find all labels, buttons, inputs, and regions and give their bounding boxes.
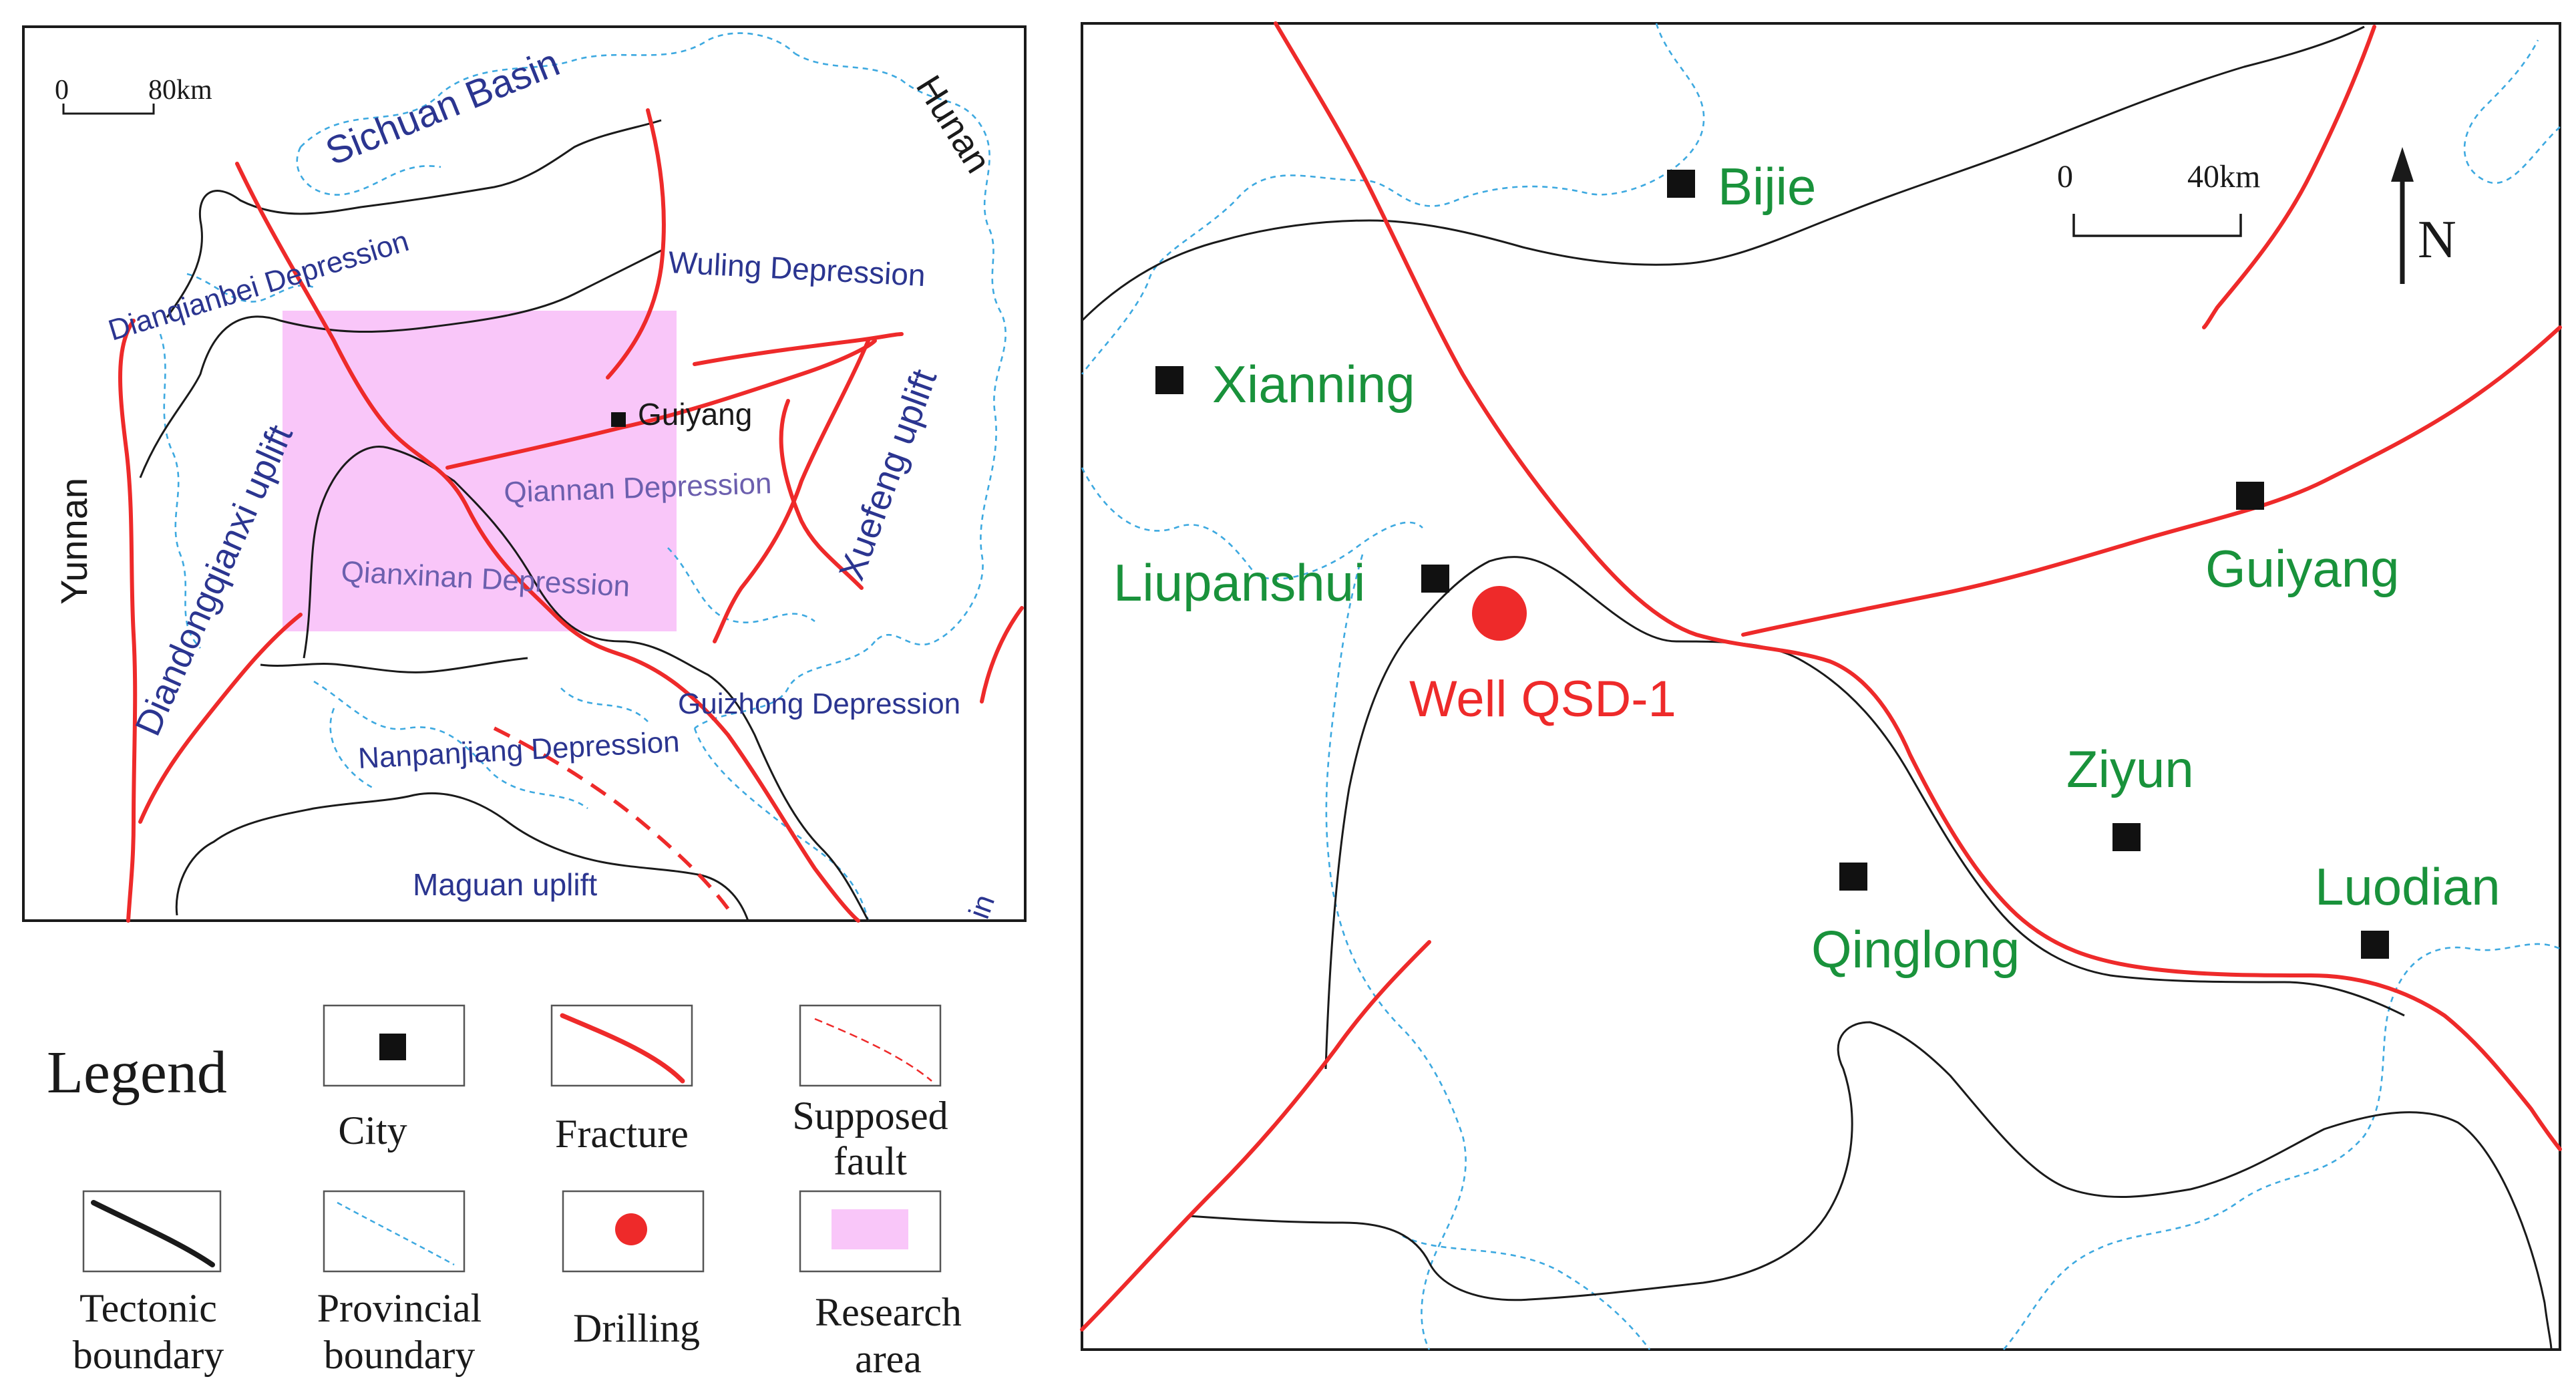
detail-scale-zero: 0 bbox=[2057, 159, 2073, 194]
overview-provincial-boundaries bbox=[159, 32, 1006, 921]
city-marker-luodian bbox=[2361, 931, 2389, 959]
well-qsd1-marker bbox=[1472, 586, 1527, 641]
overview-fractures bbox=[118, 108, 1024, 923]
city-label-ziyun: Ziyun bbox=[2066, 740, 2194, 798]
label-sichuan-basin: Sichuan Basin bbox=[320, 41, 566, 174]
detail-map-frame bbox=[1081, 22, 2561, 1351]
city-marker-liupanshui bbox=[1421, 565, 1449, 593]
city-marker-guiyang bbox=[2236, 482, 2264, 510]
legend-label-research-2: area bbox=[855, 1337, 922, 1381]
detail-fractures bbox=[1080, 21, 2562, 1332]
well-qsd1-label: Well QSD-1 bbox=[1409, 671, 1676, 728]
city-label-liupanshui: Liupanshui bbox=[1113, 553, 1365, 612]
legend-label-tectonic-2: boundary bbox=[73, 1333, 224, 1377]
detail-city-markers bbox=[1155, 170, 2389, 959]
legend-label-supposed-fault-1: Supposed bbox=[792, 1094, 948, 1138]
label-diandongqianxi-uplift: Diandongqianxi uplift bbox=[128, 419, 301, 741]
detail-map: Well QSD-1 Bijie Xianning Liupanshui Gui… bbox=[1080, 21, 2562, 1351]
detail-scale-end: 40km bbox=[2187, 159, 2260, 194]
legend-drilling-icon bbox=[615, 1213, 647, 1245]
label-wuling-depression: Wuling Depression bbox=[667, 245, 926, 293]
legend-label-tectonic-1: Tectonic bbox=[79, 1286, 217, 1330]
overview-tectonic-boundaries bbox=[139, 119, 870, 921]
legend: Legend City Fracture Supposed fault Tect… bbox=[47, 1004, 962, 1381]
legend-label-research-1: Research bbox=[815, 1290, 962, 1334]
overview-scale-bar: 0 80km bbox=[55, 75, 212, 115]
legend-label-supposed-fault-2: fault bbox=[834, 1139, 907, 1183]
city-label-qinglong: Qinglong bbox=[1811, 920, 2020, 979]
overview-scale-zero: 0 bbox=[55, 75, 69, 106]
overview-city-marker-guiyang bbox=[611, 412, 626, 427]
city-label-luodian: Luodian bbox=[2315, 857, 2501, 916]
north-label: N bbox=[2418, 210, 2456, 269]
detail-tectonic-boundaries bbox=[1081, 25, 2553, 1350]
legend-title: Legend bbox=[47, 1040, 227, 1106]
legend-label-provincial-2: boundary bbox=[324, 1333, 476, 1377]
label-nanpanjiang-depression: Nanpanjiang Depression bbox=[357, 726, 681, 775]
city-marker-bijie bbox=[1667, 170, 1695, 198]
legend-label-drilling: Drilling bbox=[573, 1306, 700, 1350]
north-arrow-icon bbox=[2391, 147, 2414, 182]
city-label-bijie: Bijie bbox=[1718, 157, 1816, 216]
legend-tectonic-boundary-icon bbox=[91, 1200, 215, 1267]
north-arrow: N bbox=[2391, 147, 2456, 284]
legend-provincial-boundary-icon bbox=[337, 1201, 455, 1266]
legend-fracture-icon bbox=[560, 1013, 685, 1084]
overview-city-label-guiyang: Guiyang bbox=[638, 397, 752, 432]
overview-map: Guiyang 0 80km Sichuan Basin Hunan Yunna… bbox=[22, 25, 1027, 923]
label-yunnan: Yunnan bbox=[53, 478, 95, 605]
legend-label-fracture: Fracture bbox=[555, 1112, 689, 1156]
overview-region-labels: Sichuan Basin Hunan Yunnan Dianqianbei D… bbox=[53, 41, 1001, 923]
city-marker-xianning bbox=[1155, 366, 1183, 394]
legend-label-provincial-1: Provincial bbox=[317, 1286, 482, 1330]
label-maguan-uplift: Maguan uplift bbox=[413, 867, 597, 902]
city-label-guiyang: Guiyang bbox=[2205, 539, 2400, 598]
legend-supposed-fault-icon bbox=[814, 1018, 932, 1082]
label-xuefeng-uplift: Xuefeng uplift bbox=[832, 364, 944, 585]
legend-box-provincial-boundary bbox=[323, 1190, 466, 1273]
label-hunan: Hunan bbox=[908, 69, 998, 180]
label-edge-fragment: in bbox=[962, 890, 1001, 923]
legend-box-supposed-fault bbox=[799, 1004, 942, 1087]
city-marker-ziyun bbox=[2112, 823, 2141, 851]
city-marker-qinglong bbox=[1839, 863, 1867, 891]
city-label-xianning: Xianning bbox=[1212, 355, 1415, 414]
detail-city-labels: Bijie Xianning Liupanshui Guiyang Ziyun … bbox=[1113, 157, 2501, 979]
legend-research-area-icon bbox=[832, 1209, 908, 1249]
legend-city-icon bbox=[379, 1034, 406, 1060]
detail-scale-bar: 0 40km bbox=[2057, 159, 2260, 237]
overview-scale-end: 80km bbox=[148, 75, 212, 106]
label-guizhong-depression: Guizhong Depression bbox=[678, 687, 960, 720]
legend-label-city: City bbox=[338, 1108, 407, 1152]
overview-map-frame bbox=[22, 25, 1027, 922]
